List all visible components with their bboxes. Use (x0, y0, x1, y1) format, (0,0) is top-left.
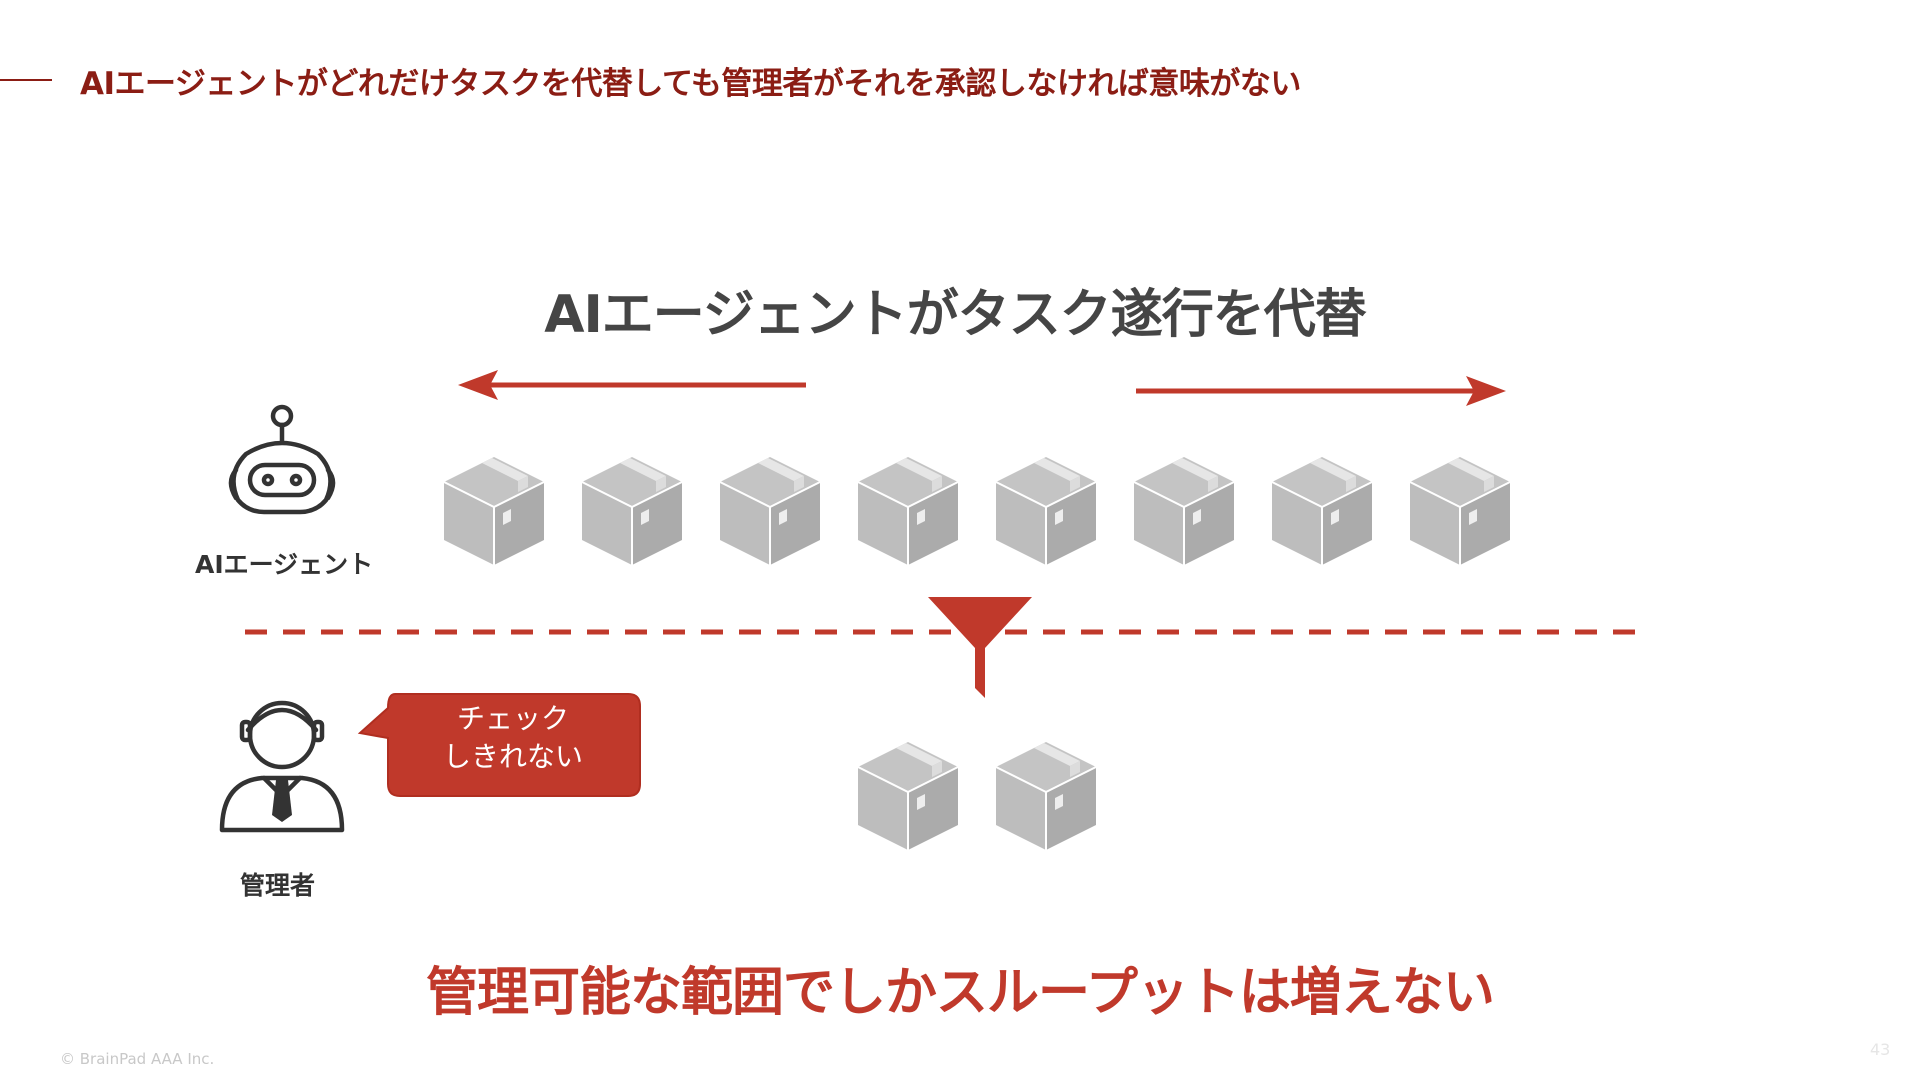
box-icon (857, 456, 959, 566)
box-icon (995, 456, 1097, 566)
bubble-text: チェック しきれない (388, 700, 638, 776)
box-icon (1271, 456, 1373, 566)
speech-bubble (357, 693, 641, 797)
task-boxes-top (443, 456, 1511, 566)
slide-title: AIエージェントがどれだけタスクを代替しても管理者がそれを承認しなければ意味がな… (80, 66, 1301, 102)
task-boxes-bottom (857, 741, 1097, 851)
diagram-title: AIエージェントがタスク遂行を代替 (0, 272, 1920, 347)
arrow-right-icon (1136, 376, 1506, 406)
conclusion-text: 管理可能な範囲でしかスループットは増えない (426, 963, 1495, 1023)
header-rule (0, 79, 52, 81)
box-icon (995, 741, 1097, 851)
agent-label: AIエージェント (195, 550, 374, 579)
bubble-line-1: チェック (456, 702, 569, 735)
box-icon (719, 456, 821, 566)
robot-icon (228, 404, 336, 515)
diagram-title-text: AIエージェントがタスク遂行を代替 (544, 285, 1367, 345)
box-icon (857, 741, 959, 851)
funnel-icon (928, 597, 1032, 698)
bubble-line-2: しきれない (442, 740, 583, 773)
arrow-left-icon (458, 370, 806, 400)
box-icon (1133, 456, 1235, 566)
copyright: © BrainPad AAA Inc. (60, 1050, 215, 1068)
page-number: 43 (1870, 1040, 1891, 1059)
box-icon (581, 456, 683, 566)
box-icon (443, 456, 545, 566)
box-icon (1409, 456, 1511, 566)
person-icon (219, 700, 345, 833)
manager-label: 管理者 (240, 871, 316, 900)
